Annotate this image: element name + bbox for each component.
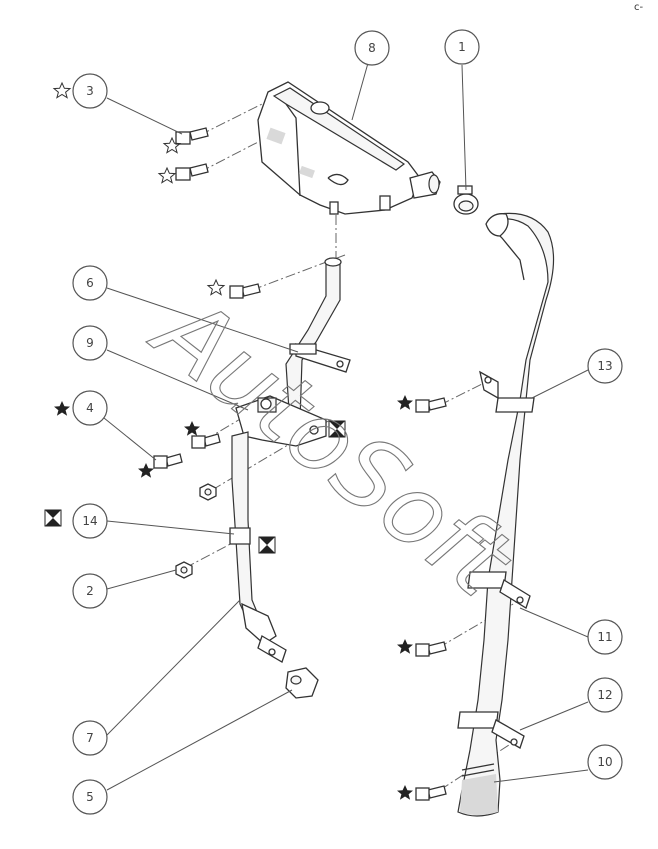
star-icon bbox=[162, 136, 182, 154]
callout-label: 6 bbox=[86, 276, 94, 290]
callout-label: 10 bbox=[597, 755, 612, 769]
callout-13: 13 bbox=[587, 348, 623, 384]
callout-14: 14 bbox=[72, 503, 108, 539]
elbow-fitting bbox=[285, 667, 319, 699]
callout-7: 7 bbox=[72, 720, 108, 756]
callout-2: 2 bbox=[72, 573, 108, 609]
bolt-10 bbox=[415, 785, 447, 801]
bolt-4b bbox=[153, 453, 183, 469]
callout-8: 8 bbox=[354, 30, 390, 66]
callout-label: 7 bbox=[86, 731, 94, 745]
star-icon bbox=[157, 166, 177, 184]
leader-lines bbox=[103, 62, 589, 791]
breather-housing bbox=[257, 81, 441, 215]
callout-5: 5 bbox=[72, 779, 108, 815]
bolt-3a bbox=[175, 127, 209, 145]
star-icon bbox=[138, 463, 154, 478]
star-symbols bbox=[52, 81, 413, 800]
callout-label: 4 bbox=[86, 401, 94, 415]
star-icon bbox=[54, 401, 70, 416]
callout-label: 8 bbox=[368, 41, 376, 55]
hourglass-symbols bbox=[44, 420, 346, 554]
callout-3: 3 bbox=[72, 73, 108, 109]
nut-2 bbox=[175, 561, 193, 579]
callout-label: 11 bbox=[597, 630, 612, 644]
nut-upper bbox=[199, 483, 217, 501]
hourglass-icon bbox=[328, 420, 346, 438]
callout-label: 12 bbox=[597, 688, 612, 702]
callout-label: 14 bbox=[82, 514, 97, 528]
corner-mark: c- bbox=[634, 2, 643, 13]
hose-clamp bbox=[453, 185, 479, 215]
callout-1: 1 bbox=[444, 29, 480, 65]
callout-label: 9 bbox=[86, 336, 94, 350]
callout-label: 3 bbox=[86, 84, 94, 98]
fasteners bbox=[153, 127, 447, 801]
junction-fitting bbox=[235, 395, 327, 447]
long-breather-tube bbox=[457, 212, 555, 817]
lower-flex-hose bbox=[229, 431, 287, 663]
star-icon bbox=[397, 639, 413, 654]
hourglass-icon bbox=[44, 509, 62, 527]
callout-9: 9 bbox=[72, 325, 108, 361]
callout-4: 4 bbox=[72, 390, 108, 426]
bolt-11 bbox=[415, 641, 447, 657]
bolt-3b bbox=[175, 163, 209, 181]
star-icon bbox=[184, 421, 200, 436]
bolt-tube-upper bbox=[229, 283, 261, 299]
callout-label: 5 bbox=[86, 790, 94, 804]
star-icon bbox=[397, 395, 413, 410]
callout-11: 11 bbox=[587, 619, 623, 655]
callout-label: 2 bbox=[86, 584, 94, 598]
star-icon bbox=[206, 278, 226, 296]
hourglass-icon bbox=[258, 536, 276, 554]
star-icon bbox=[397, 785, 413, 800]
callout-6: 6 bbox=[72, 265, 108, 301]
bolt-13 bbox=[415, 397, 447, 413]
bolt-4a bbox=[191, 433, 221, 449]
callout-12: 12 bbox=[587, 677, 623, 713]
callout-label: 13 bbox=[597, 359, 612, 373]
callout-10: 10 bbox=[587, 744, 623, 780]
star-icon bbox=[52, 81, 72, 99]
callout-label: 1 bbox=[458, 40, 466, 54]
